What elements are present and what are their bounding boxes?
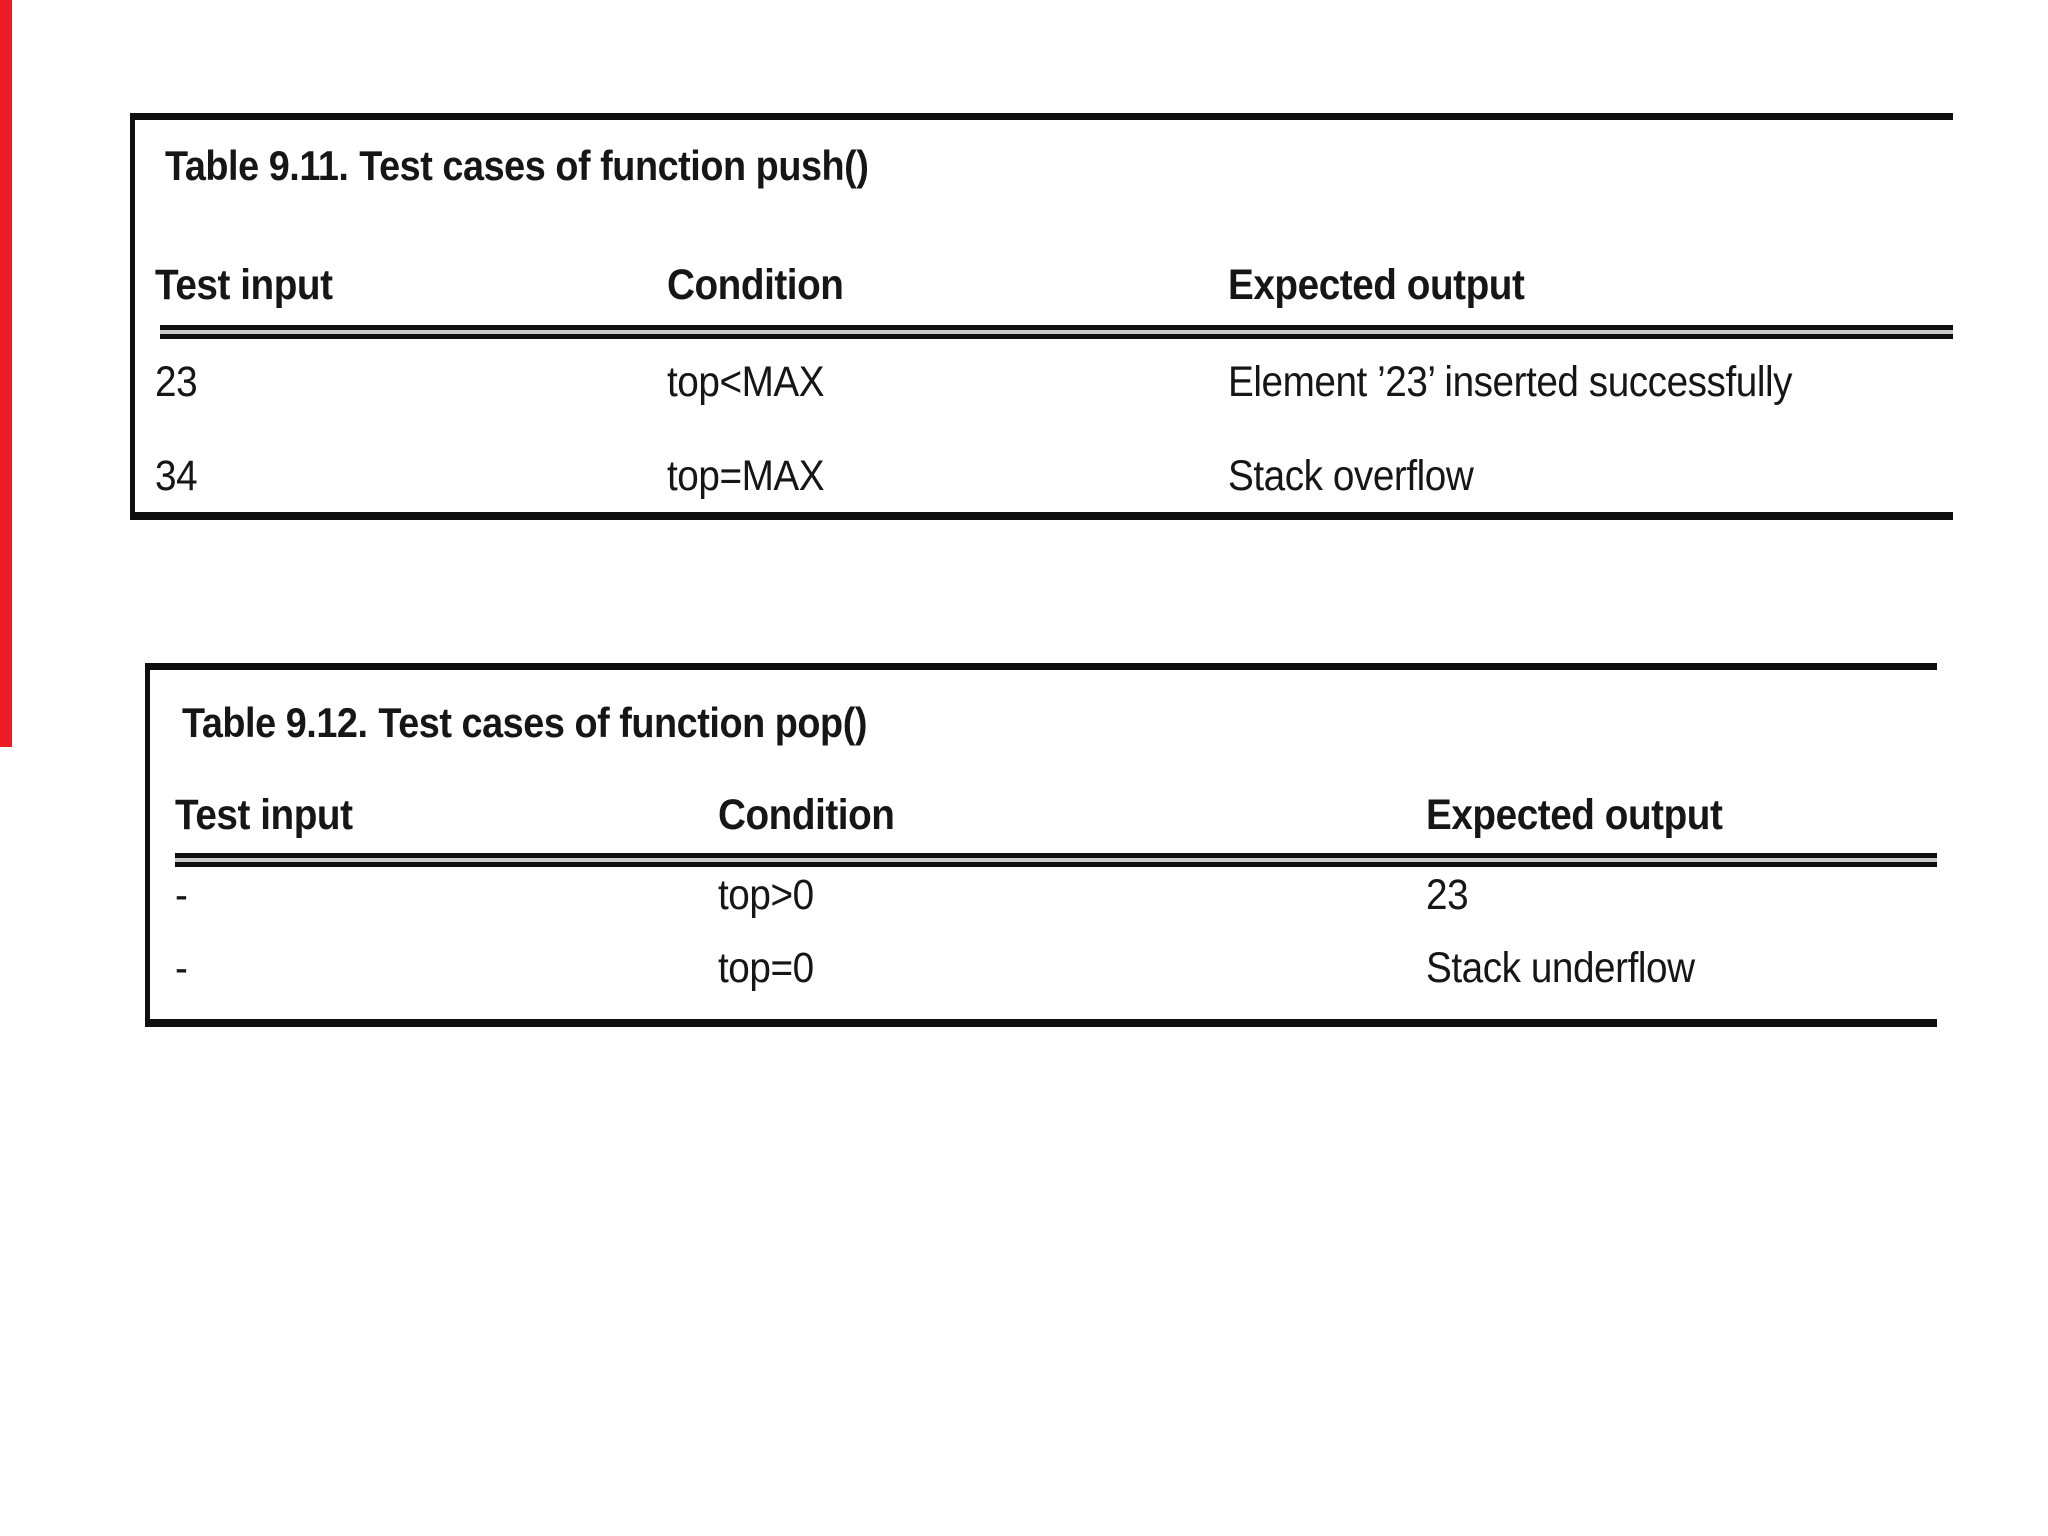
table-cell: - [175, 944, 188, 992]
column-header-expected-output: Expected output [1426, 791, 1723, 839]
table-9-12: Table 9.12.Test cases of function pop() … [145, 663, 1937, 1027]
red-edge-bar [0, 0, 12, 747]
table-cell: - [175, 871, 188, 919]
header-divider-rule [175, 853, 1937, 867]
table-caption-text: Test cases of function push() [359, 142, 869, 189]
column-header-test-input: Test input [155, 261, 333, 309]
table-cell: top<MAX [667, 358, 825, 406]
column-header-test-input: Test input [175, 791, 353, 839]
table-cell: 34 [155, 452, 198, 500]
table-cell: Stack overflow [1228, 452, 1474, 500]
table-caption: Table 9.12.Test cases of function pop() [182, 699, 867, 746]
table-caption-text: Test cases of function pop() [378, 699, 867, 746]
column-header-expected-output: Expected output [1228, 261, 1525, 309]
table-cell: top=0 [718, 944, 814, 992]
table-cell: Stack underflow [1426, 944, 1695, 992]
table-caption: Table 9.11.Test cases of function push() [165, 142, 869, 189]
table-number: Table 9.12. [182, 699, 368, 746]
table-cell: top=MAX [667, 452, 825, 500]
column-header-condition: Condition [667, 261, 844, 309]
table-cell: 23 [1426, 871, 1469, 919]
column-header-condition: Condition [718, 791, 895, 839]
table-cell: top>0 [718, 871, 814, 919]
table-cell: Element ’23’ inserted successfully [1228, 358, 1793, 406]
table-cell: 23 [155, 358, 198, 406]
table-number: Table 9.11. [165, 142, 349, 189]
table-9-11: Table 9.11.Test cases of function push()… [130, 113, 1953, 520]
header-divider-rule [160, 325, 1953, 339]
